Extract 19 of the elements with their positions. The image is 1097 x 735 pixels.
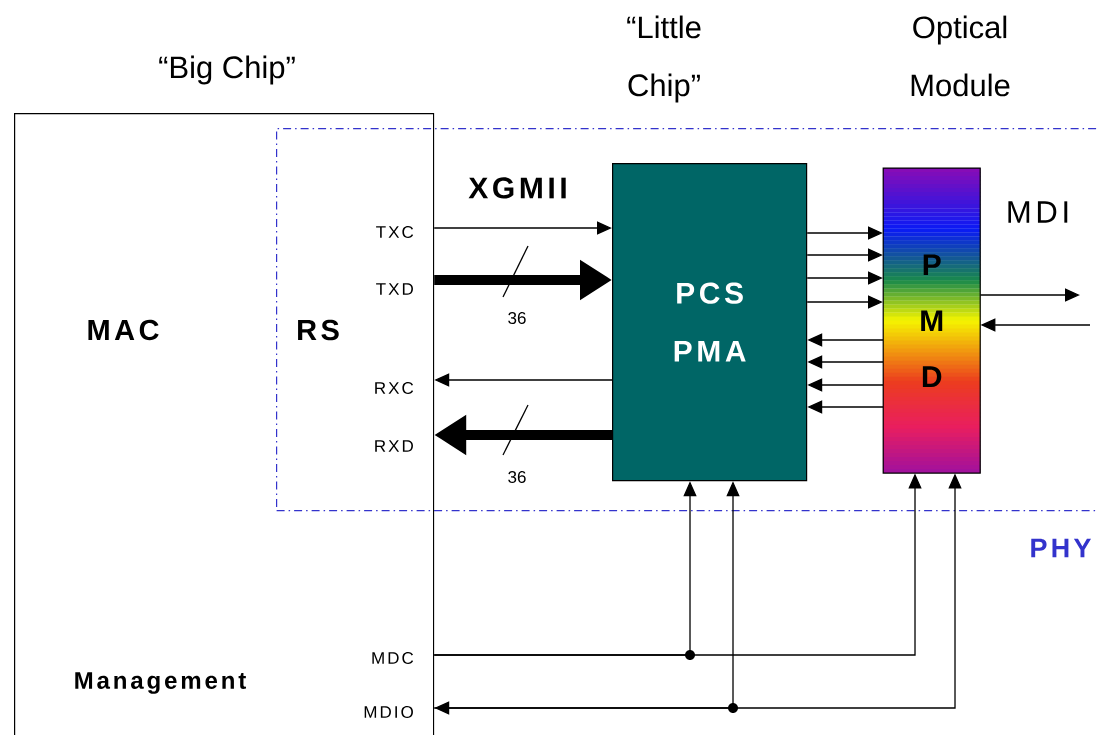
- bus-width-label: 36: [508, 311, 526, 324]
- node-label: PHY: [1031, 538, 1092, 558]
- chip-heading: “Little Chip”: [627, 15, 701, 103]
- block-label: RS: [298, 319, 339, 341]
- signal-label: TXC: [376, 225, 414, 238]
- chip-heading: “Big Chip”: [159, 55, 295, 85]
- signal-label: RXC: [375, 381, 414, 394]
- signal-label: TXD: [376, 283, 413, 295]
- signal-label: RXD: [375, 440, 413, 452]
- interface-label: MDI: [1008, 201, 1068, 223]
- block-label: Management: [75, 672, 246, 694]
- sublayer-box: PCS PMA: [612, 163, 808, 482]
- interface-label: XGMII: [468, 177, 566, 199]
- block-label: MAC: [88, 319, 159, 341]
- signal-label: MDIO: [364, 705, 413, 718]
- bus-width-label: 36: [508, 470, 526, 483]
- signal-label: MDC: [372, 651, 414, 664]
- sublayer-box: P M D: [882, 167, 981, 474]
- chip-heading: Optical Module: [911, 15, 1010, 97]
